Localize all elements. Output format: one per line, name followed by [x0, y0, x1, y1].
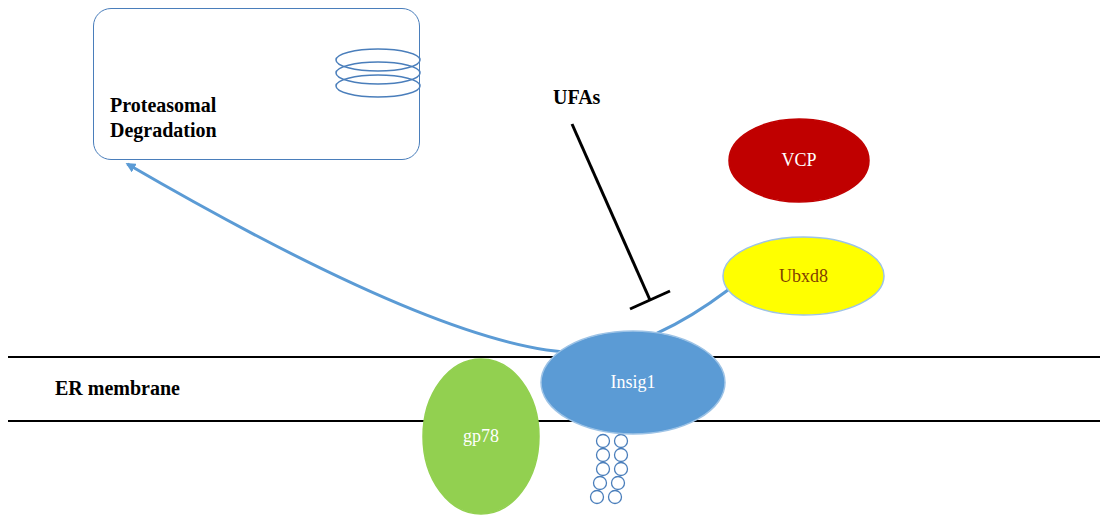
- node-text: Proteasomal Degradation: [110, 93, 250, 143]
- compartment-box: Proteasomal Degradation: [93, 8, 420, 160]
- membrane-line: [8, 420, 1100, 422]
- protein-ellipse: Ubxd8: [722, 236, 885, 316]
- molecule-label: UFAs: [553, 86, 600, 109]
- node-text: Insig1: [611, 371, 656, 394]
- node-text: VCP: [781, 149, 816, 172]
- node-text: Ubxd8: [779, 265, 828, 288]
- protein-ellipse: VCP: [728, 118, 870, 203]
- degradation-arrow: [127, 164, 728, 352]
- lipid-chain: [591, 435, 628, 504]
- protein-ellipse: gp78: [422, 358, 540, 515]
- node-text: gp78: [463, 425, 499, 448]
- protein-ellipse: Insig1: [540, 330, 726, 435]
- region-label: ER membrane: [55, 377, 180, 400]
- proteasome-icon: [336, 49, 420, 97]
